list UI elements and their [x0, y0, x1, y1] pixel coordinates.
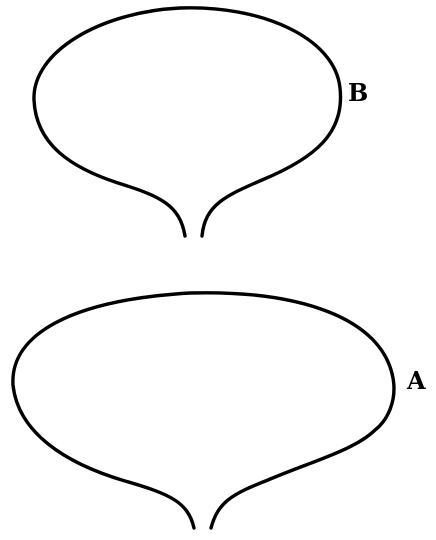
bulb-shape-b: B [32, 6, 368, 238]
bulb-a-label: A [406, 366, 426, 395]
bulb-shape-a: A [11, 291, 426, 530]
bulb-b-label: B [348, 78, 368, 107]
bulb-a-outline [11, 291, 396, 530]
bulb-b-left-outline [32, 6, 343, 238]
